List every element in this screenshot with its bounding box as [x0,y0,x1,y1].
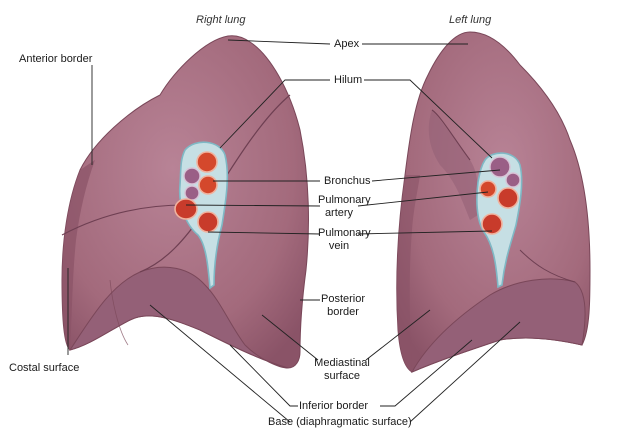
left-lung [396,31,591,374]
right-hilum [174,141,229,290]
title-left-lung: Left lung [449,14,492,26]
leader-hilum-right [219,79,330,149]
leader-vein-left [357,230,493,235]
label-apex: Apex [334,38,360,50]
title-right-lung: Right lung [196,14,246,26]
label-posterior-border-line1: Posterior [320,293,366,305]
label-mediastinal-surface-line1: Mediastinal [314,357,370,369]
left-cardiac-impression [428,110,479,220]
leader-apex-right [227,39,331,45]
label-costal-surface: Costal surface [9,362,80,374]
left-fissure-lower [519,249,576,283]
leader-base-left [409,321,521,423]
label-pulmonary-artery: Pulmonary artery [318,194,371,220]
label-anterior-border: Anterior border [19,53,93,65]
label-pulmonary-vein-line1: Pulmonary [318,227,371,239]
leader-mediastinal-right [261,314,319,361]
label-pulmonary-artery-line1: Pulmonary [318,194,371,206]
left-oblique-fissure [431,109,471,161]
leader-artery-left [357,191,489,207]
leader-lines [67,39,521,423]
leader-hilum-left [364,79,493,159]
label-pulmonary-vein: Pulmonary vein [318,227,371,253]
label-posterior-border-line2: border [327,306,359,318]
leader-bronchus-left [371,169,501,182]
label-mediastinal-surface-line2: surface [323,370,361,382]
leader-vein-right [207,231,321,235]
label-mediastinal-surface: Mediastinal surface [312,357,372,383]
right-anterior-edge [62,160,95,350]
right-horizontal-fissure [61,204,186,236]
leader-artery-right [185,204,321,207]
left-hilum [476,152,523,289]
label-bronchus: Bronchus [324,175,371,187]
leader-inferior-left [380,339,473,407]
leader-mediastinal-left [365,309,431,361]
label-hilum: Hilum [334,74,363,86]
label-pulmonary-artery-line2: artery [324,207,354,219]
label-posterior-border: Posterior border [320,293,366,319]
right-fissure-2 [109,279,129,346]
label-inferior-border: Inferior border [299,400,369,412]
left-posterior-edge [396,175,420,372]
right-lung [61,35,309,369]
leader-base-right [149,304,291,423]
label-base: Base (diaphragmatic surface) [268,416,412,428]
left-base [410,278,586,374]
leader-inferior-right [229,344,298,407]
label-pulmonary-vein-line2: vein [328,240,350,252]
